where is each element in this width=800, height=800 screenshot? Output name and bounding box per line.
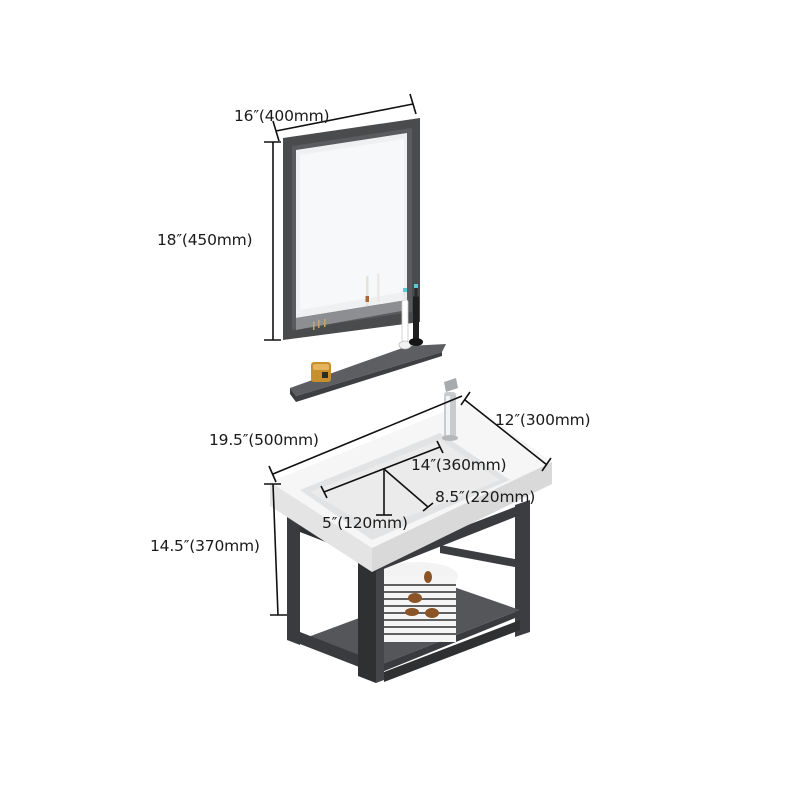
dimension-lines [264,93,552,616]
stand-height-label: 14.5″(370mm) [150,537,260,555]
basin-depth-label: 8.5″(220mm) [435,488,536,506]
mirror [283,118,420,340]
sink-width-label: 19.5″(500mm) [209,431,319,449]
wall-shelf [290,284,446,402]
basin-height-label: 5″(120mm) [322,514,408,532]
mirror-width-label: 16″(400mm) [234,107,330,125]
mirror-height-label: 18″(450mm) [157,231,253,249]
sink-depth-label: 12″(300mm) [495,411,591,429]
towel-basket [378,562,458,642]
faucet [442,378,458,441]
basin-width-label: 14″(360mm) [411,456,507,474]
